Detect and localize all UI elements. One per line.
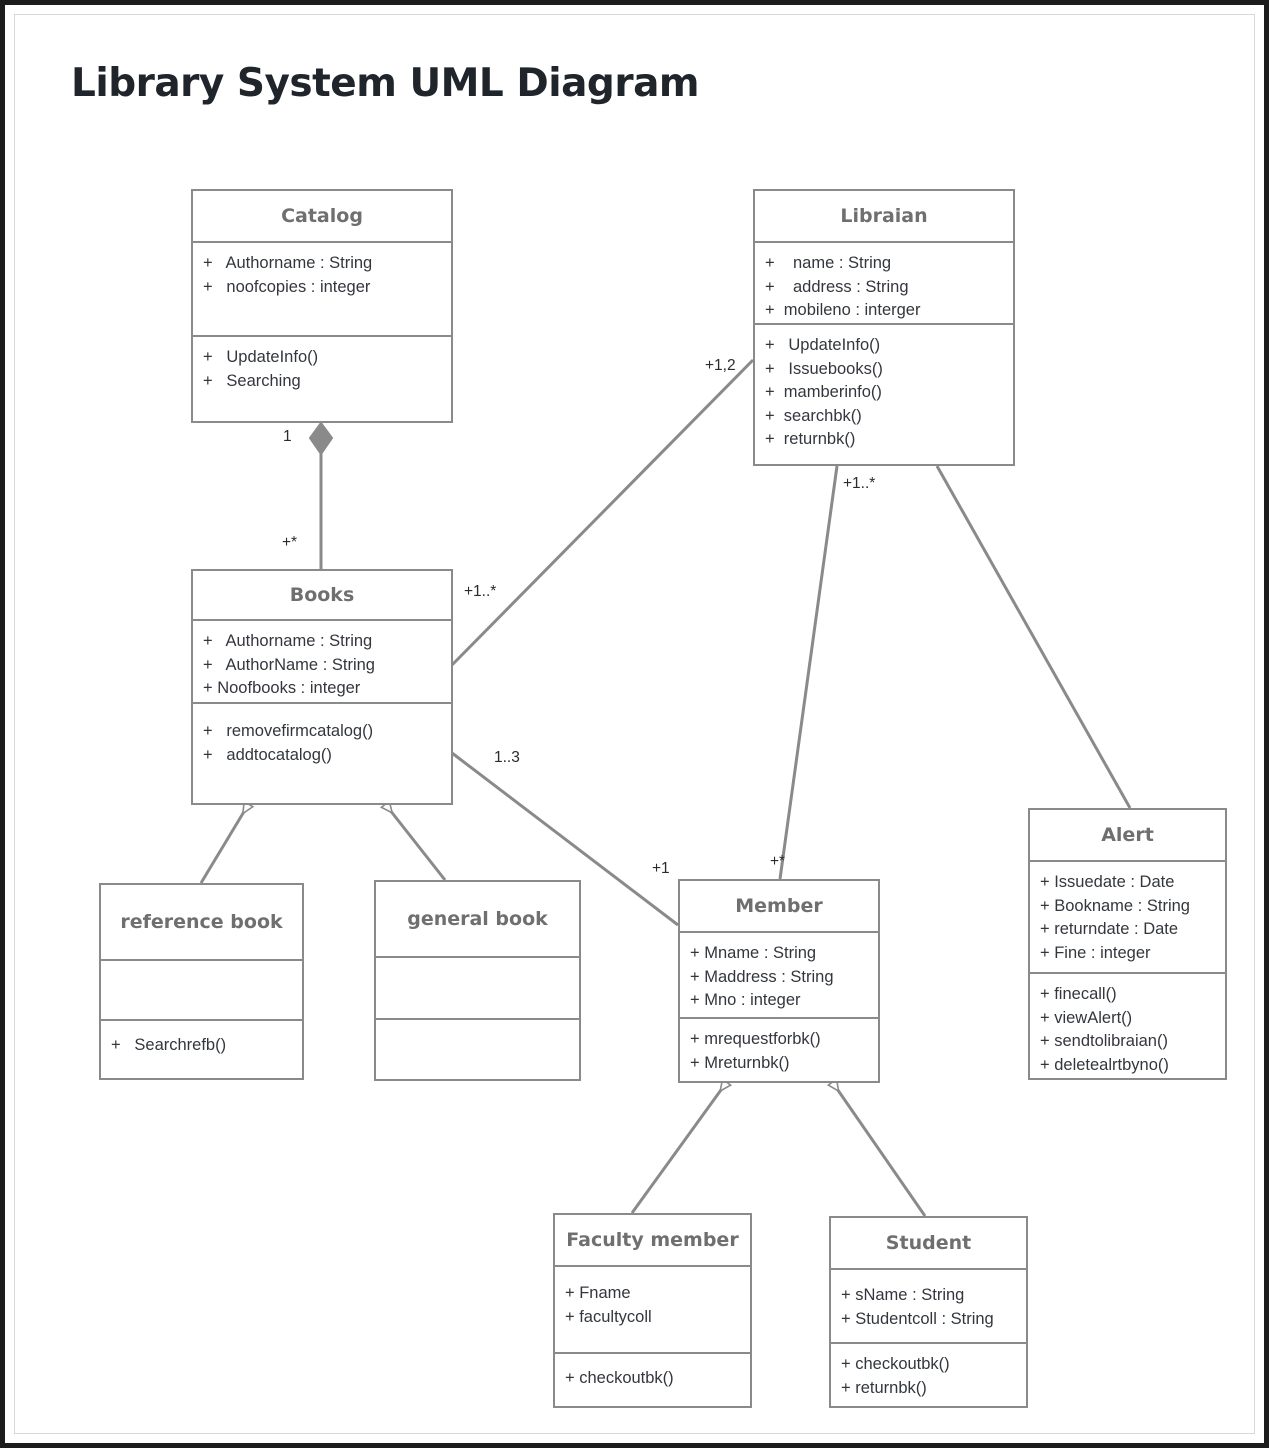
class-title-alert: Alert [1101, 824, 1154, 846]
class-methods-libraian: + UpdateInfo() + Issuebooks() + mamberin… [755, 323, 1013, 466]
method-row: + UpdateInfo() [203, 348, 319, 366]
edge-label-librarian-books: +1,2 [705, 357, 736, 374]
class-attributes-student: + sName : String + Studentcoll : String [831, 1268, 1026, 1342]
attribute-row: + Mname : String [690, 944, 817, 962]
attribute-row: + mobileno : interger [765, 301, 921, 319]
class-title-faculty-member: Faculty member [566, 1229, 739, 1251]
method-row: + removefirmcatalog() [203, 722, 374, 740]
method-row: + UpdateInfo() [765, 336, 881, 354]
edge-books-librarian [450, 358, 755, 667]
edge-books-member [451, 751, 679, 927]
class-methods-member: + mrequestforbk() + Mreturnbk() [680, 1017, 878, 1085]
class-title-member: Member [735, 895, 823, 917]
edge-reference-book-books [199, 805, 248, 884]
method-row: + checkoutbk() [841, 1355, 950, 1373]
attribute-row: + Mno : integer [690, 991, 801, 1009]
edge-label-books-librarian: +1..* [464, 583, 497, 600]
attribute-row: + Authorname : String [203, 632, 373, 650]
method-row: + mamberinfo() [765, 383, 882, 401]
attribute-row: + AuthorName : String [203, 655, 375, 674]
attribute-row: + facultycoll [565, 1307, 652, 1326]
class-methods-books: + removefirmcatalog() + addtocatalog() [193, 702, 451, 807]
edge-label-catalog-many: +* [282, 534, 298, 551]
edge-label-member-star: +* [770, 853, 786, 870]
attribute-row: + returndate : Date [1040, 920, 1179, 938]
class-title-reference-book: reference book [120, 911, 283, 933]
class-title-general-book: general book [407, 908, 548, 930]
class-methods-faculty-member: + checkoutbk() [555, 1352, 750, 1408]
method-row: + mrequestforbk() [690, 1030, 821, 1048]
class-attributes-books: + Authorname : String + AuthorName : Str… [193, 619, 451, 702]
method-row: + viewAlert() [1040, 1008, 1133, 1027]
connector-layer [199, 358, 1132, 1217]
class-box-catalog[interactable]: Catalog + Authorname : String + noofcopi… [191, 189, 453, 423]
method-row: + deletealrtbyno() [1040, 1055, 1169, 1074]
class-methods-catalog: + UpdateInfo() + Searching [193, 335, 451, 423]
method-row: + finecall() [1040, 985, 1117, 1003]
class-attributes-alert: + Issuedate : Date + Bookname : String +… [1030, 860, 1225, 972]
attribute-row: + Maddress : String [690, 967, 834, 986]
attribute-row: + Studentcoll : String [841, 1309, 994, 1328]
attribute-row: + Issuedate : Date [1040, 873, 1175, 891]
attribute-row: + Fine : integer [1040, 943, 1151, 962]
class-methods-alert: + finecall() + viewAlert() + sendtolibra… [1030, 972, 1225, 1082]
method-row: + Searchrefb() [111, 1036, 227, 1054]
class-attributes-general-book [376, 956, 579, 1018]
class-box-member[interactable]: Member + Mname : String + Maddress : Str… [678, 879, 880, 1083]
class-attributes-catalog: + Authorname : String + noofcopies : int… [193, 241, 451, 335]
method-row: + addtocatalog() [203, 745, 332, 764]
class-attributes-reference-book [101, 959, 302, 1019]
attribute-row: + noofcopies : integer [203, 277, 371, 296]
edge-label-librarian-member: +1..* [843, 475, 876, 492]
method-row: + sendtolibraian() [1040, 1032, 1168, 1050]
attribute-row: + name : String [765, 254, 892, 272]
edge-label-books-member: 1..3 [494, 749, 520, 766]
class-box-alert[interactable]: Alert + Issuedate : Date + Bookname : St… [1028, 808, 1227, 1080]
attribute-row: + Noofbooks : integer [203, 679, 361, 697]
edge-catalog-books [308, 421, 334, 569]
method-row: + Mreturnbk() [690, 1053, 790, 1072]
method-row: + searchbk() [765, 406, 862, 425]
method-row: + Searching [203, 371, 301, 390]
edge-label-member-one: +1 [652, 860, 670, 877]
class-attributes-member: + Mname : String + Maddress : String + M… [680, 931, 878, 1017]
edge-student-member [833, 1083, 927, 1217]
attribute-row: + address : String [765, 277, 909, 296]
method-row: + returnbk() [841, 1378, 927, 1397]
class-title-libraian: Libraian [840, 205, 928, 227]
method-row: + returnbk() [765, 430, 856, 448]
edge-faculty-member-member [630, 1083, 726, 1214]
attribute-row: + sName : String [841, 1286, 965, 1304]
attribute-row: + Authorname : String [203, 254, 373, 272]
page-title: Library System UML Diagram [71, 61, 700, 106]
edge-label-catalog-one: 1 [283, 428, 292, 445]
class-methods-general-book [376, 1018, 579, 1083]
edge-librarian-member [778, 465, 839, 880]
class-methods-reference-book: + Searchrefb() [101, 1019, 302, 1082]
class-title-catalog: Catalog [281, 205, 363, 227]
class-title-student: Student [885, 1232, 972, 1254]
method-row: + checkoutbk() [565, 1369, 674, 1387]
class-title-books: Books [289, 584, 355, 606]
class-attributes-libraian: + name : String + address : String + mob… [755, 241, 1013, 323]
class-methods-student: + checkoutbk() + returnbk() [831, 1342, 1026, 1410]
class-box-general-book[interactable]: general book [374, 880, 581, 1081]
class-box-reference-book[interactable]: reference book + Searchrefb() [99, 883, 304, 1080]
class-attributes-faculty-member: + Fname + facultycoll [555, 1265, 750, 1352]
class-box-books[interactable]: Books + Authorname : String + AuthorName… [191, 569, 453, 805]
class-box-faculty-member[interactable]: Faculty member + Fname + facultycoll + c… [553, 1213, 752, 1408]
edge-general-book-books [386, 805, 447, 881]
class-box-libraian[interactable]: Libraian + name : String + address : Str… [753, 189, 1015, 466]
attribute-row: + Bookname : String [1040, 896, 1190, 915]
class-box-student[interactable]: Student + sName : String + Studentcoll :… [829, 1216, 1028, 1408]
method-row: + Issuebooks() [765, 359, 883, 378]
attribute-row: + Fname [565, 1284, 631, 1302]
edge-librarian-alert [935, 465, 1132, 809]
